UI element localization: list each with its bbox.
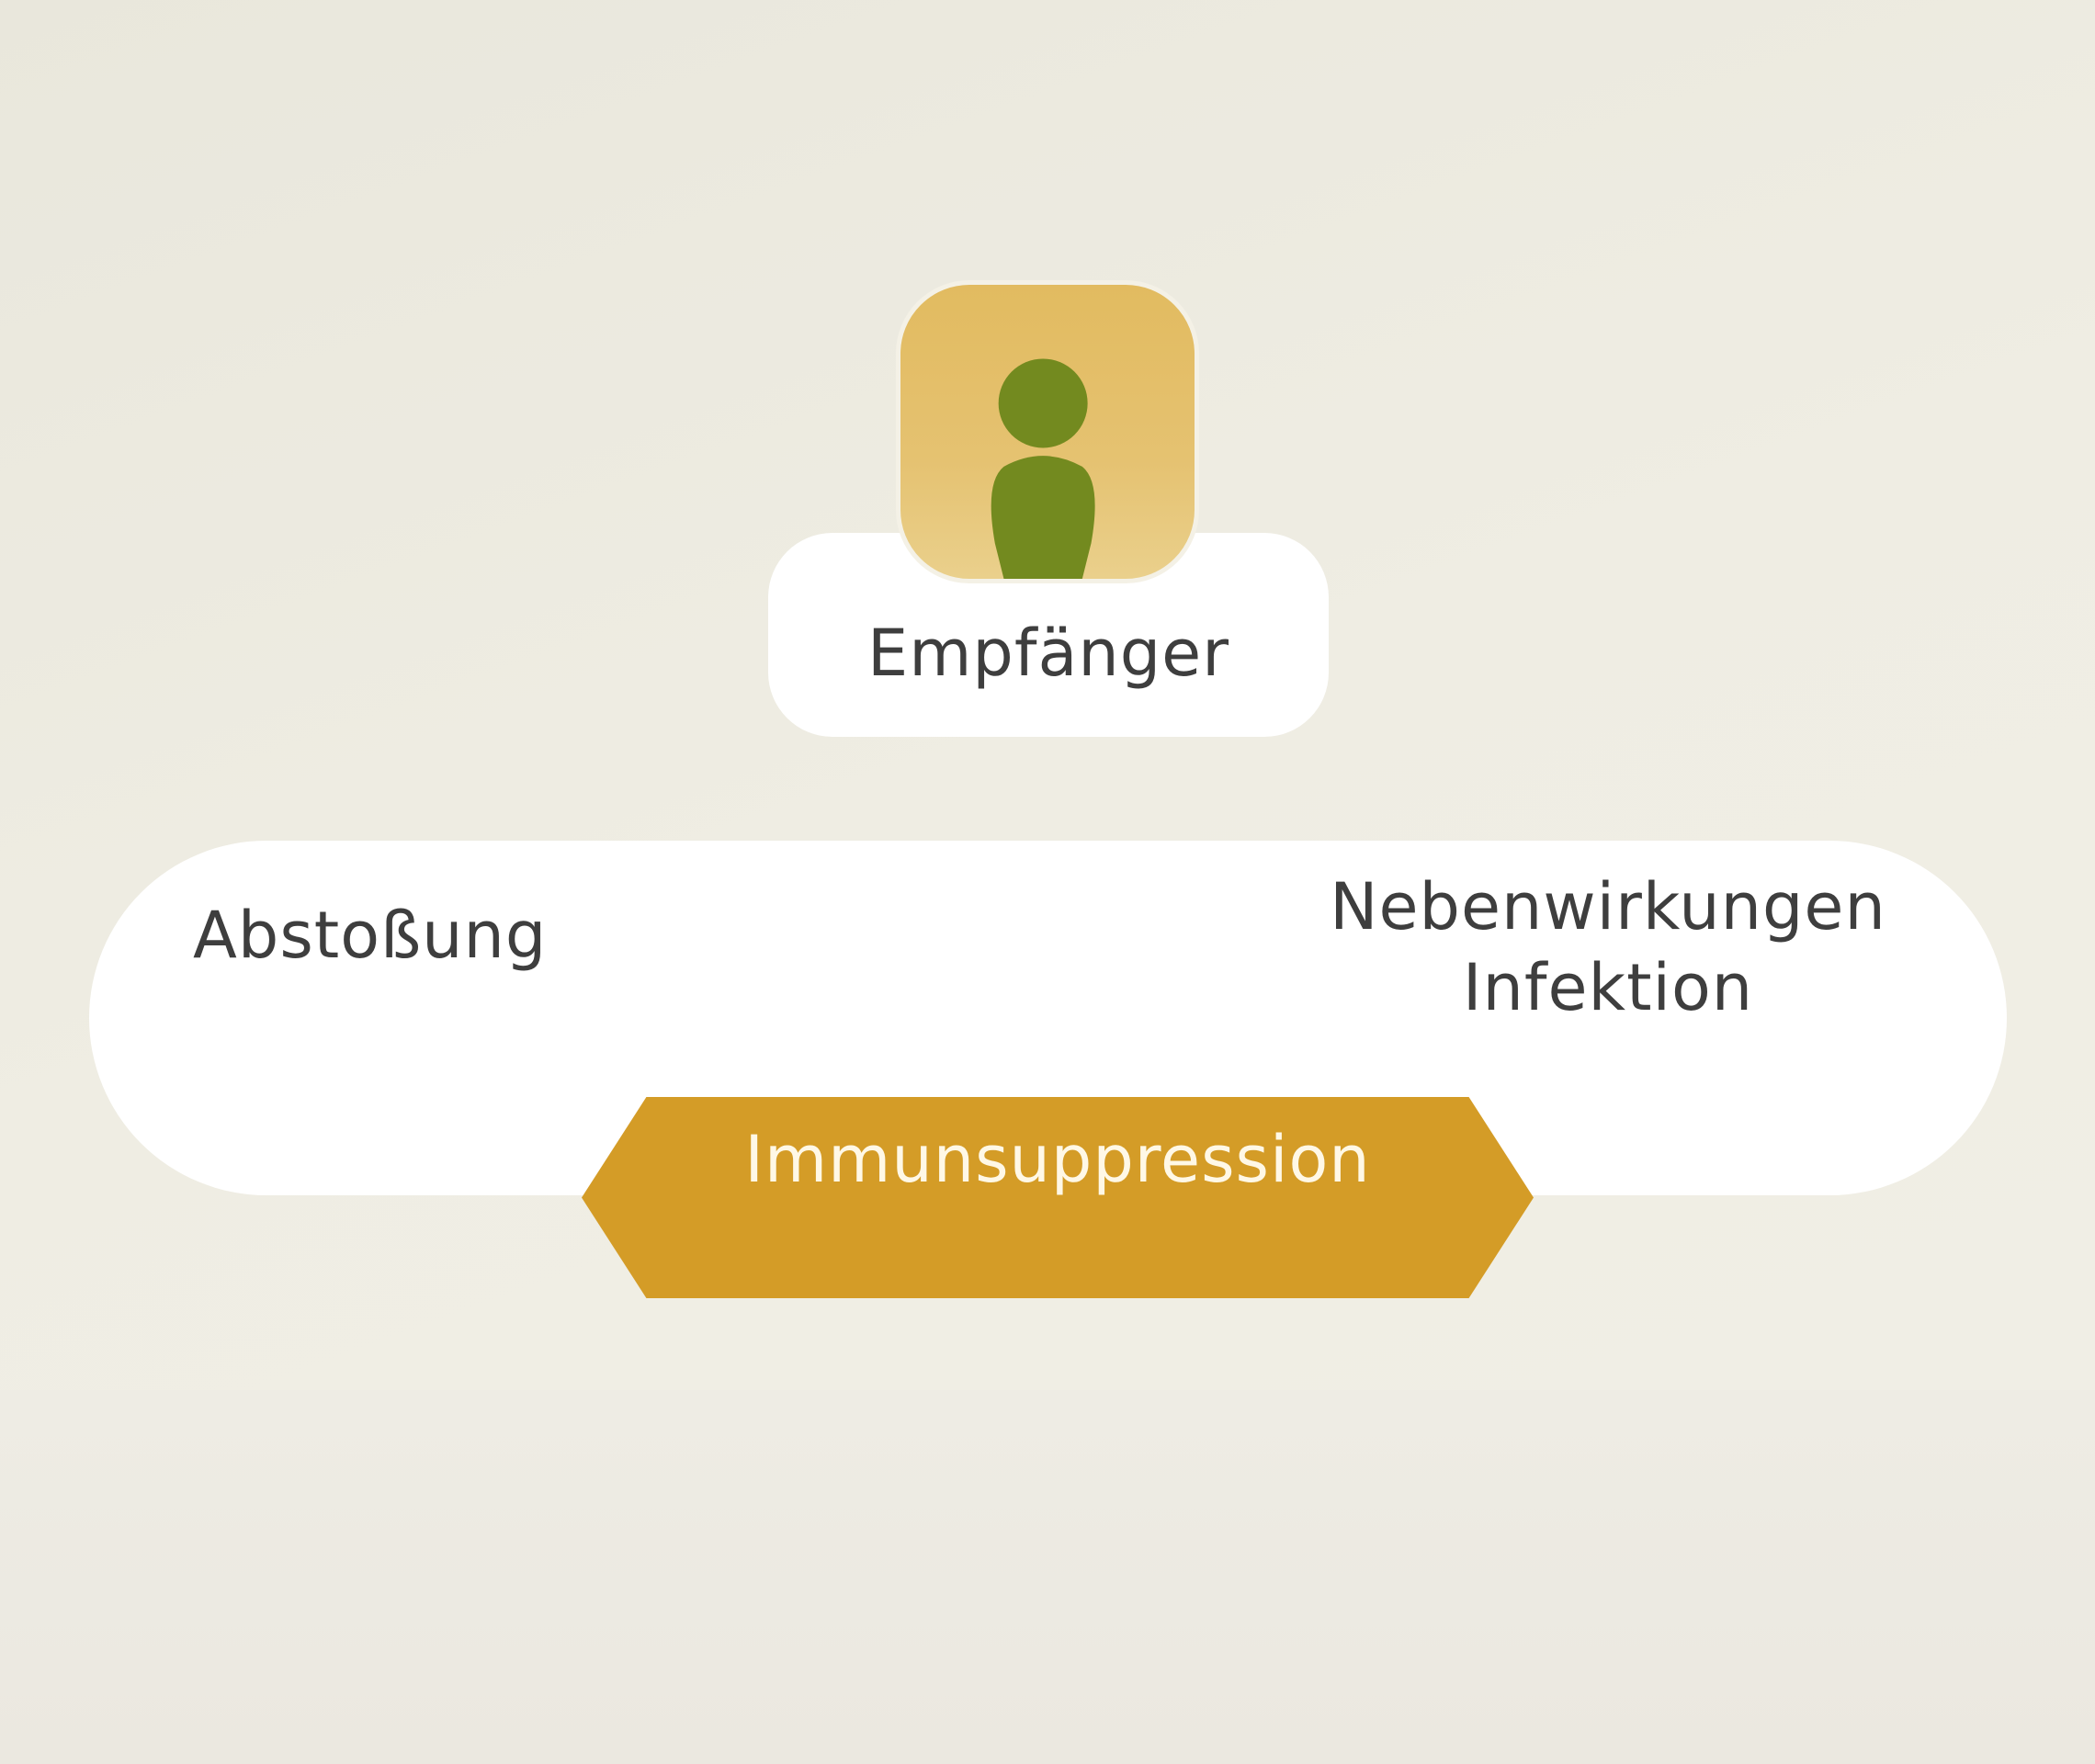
rejection-label: Abstoßung — [193, 898, 548, 973]
background-band — [0, 1390, 2095, 1764]
side-effects-line: Nebenwirkungen — [1330, 869, 1886, 944]
recipient-avatar-tile — [896, 280, 1199, 583]
side-effects-label: Nebenwirkungen Infektion — [1305, 866, 1911, 1028]
immunosuppression-pivot — [582, 1097, 1534, 1298]
recipient-label: Empfänger — [866, 616, 1230, 691]
immunosuppression-label: Immunsuppression — [744, 1122, 1371, 1197]
person-icon — [991, 358, 1095, 579]
infection-line: Infektion — [1462, 950, 1754, 1025]
